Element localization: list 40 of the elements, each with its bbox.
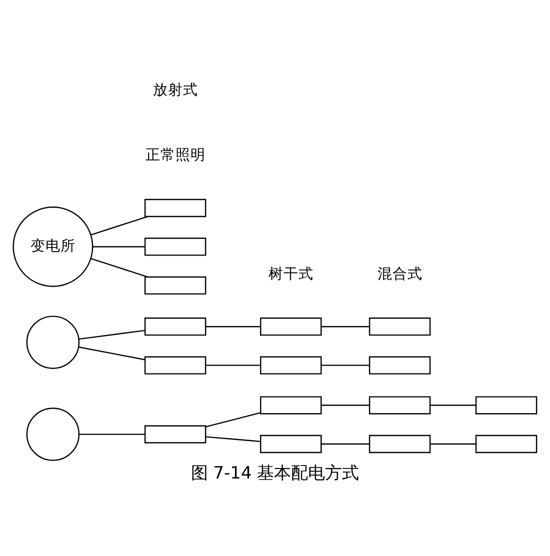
- node-box: [368, 434, 431, 453]
- node-circle: 变电所: [12, 206, 94, 286]
- node-box: [260, 434, 322, 453]
- connector: [430, 442, 476, 444]
- label: 树干式: [268, 266, 314, 282]
- node-box: [144, 276, 206, 294]
- label: 正常照明: [145, 147, 206, 164]
- node-box: [368, 396, 431, 414]
- label: 放射式: [152, 82, 198, 98]
- connector: [90, 216, 148, 235]
- node-circle: [26, 407, 80, 460]
- node-box: [260, 396, 322, 414]
- connector: [321, 442, 370, 444]
- connector: [321, 404, 370, 406]
- connector: [78, 329, 146, 340]
- node-box: [144, 198, 206, 217]
- node-box: [475, 396, 538, 414]
- connector: [206, 412, 260, 427]
- node-box: [368, 356, 431, 374]
- connector: [78, 346, 146, 360]
- node-box: [144, 424, 206, 443]
- connector: [206, 326, 260, 327]
- node-box: [144, 317, 206, 336]
- connector: [430, 404, 476, 406]
- caption: 图 7-14 基本配电方式: [190, 462, 360, 482]
- connector: [92, 246, 145, 247]
- node-box: [475, 434, 538, 453]
- connector: [206, 364, 260, 366]
- connector: [321, 326, 370, 327]
- connector: [321, 364, 370, 366]
- connector: [90, 257, 148, 277]
- connector: [79, 433, 146, 434]
- node-box: [260, 317, 322, 336]
- connector: [206, 436, 260, 442]
- node-box: [368, 317, 431, 336]
- node-box: [260, 356, 322, 374]
- node-circle: [26, 315, 80, 368]
- node-box: [144, 237, 206, 256]
- node-box: [144, 356, 206, 374]
- label: 混合式: [377, 266, 422, 282]
